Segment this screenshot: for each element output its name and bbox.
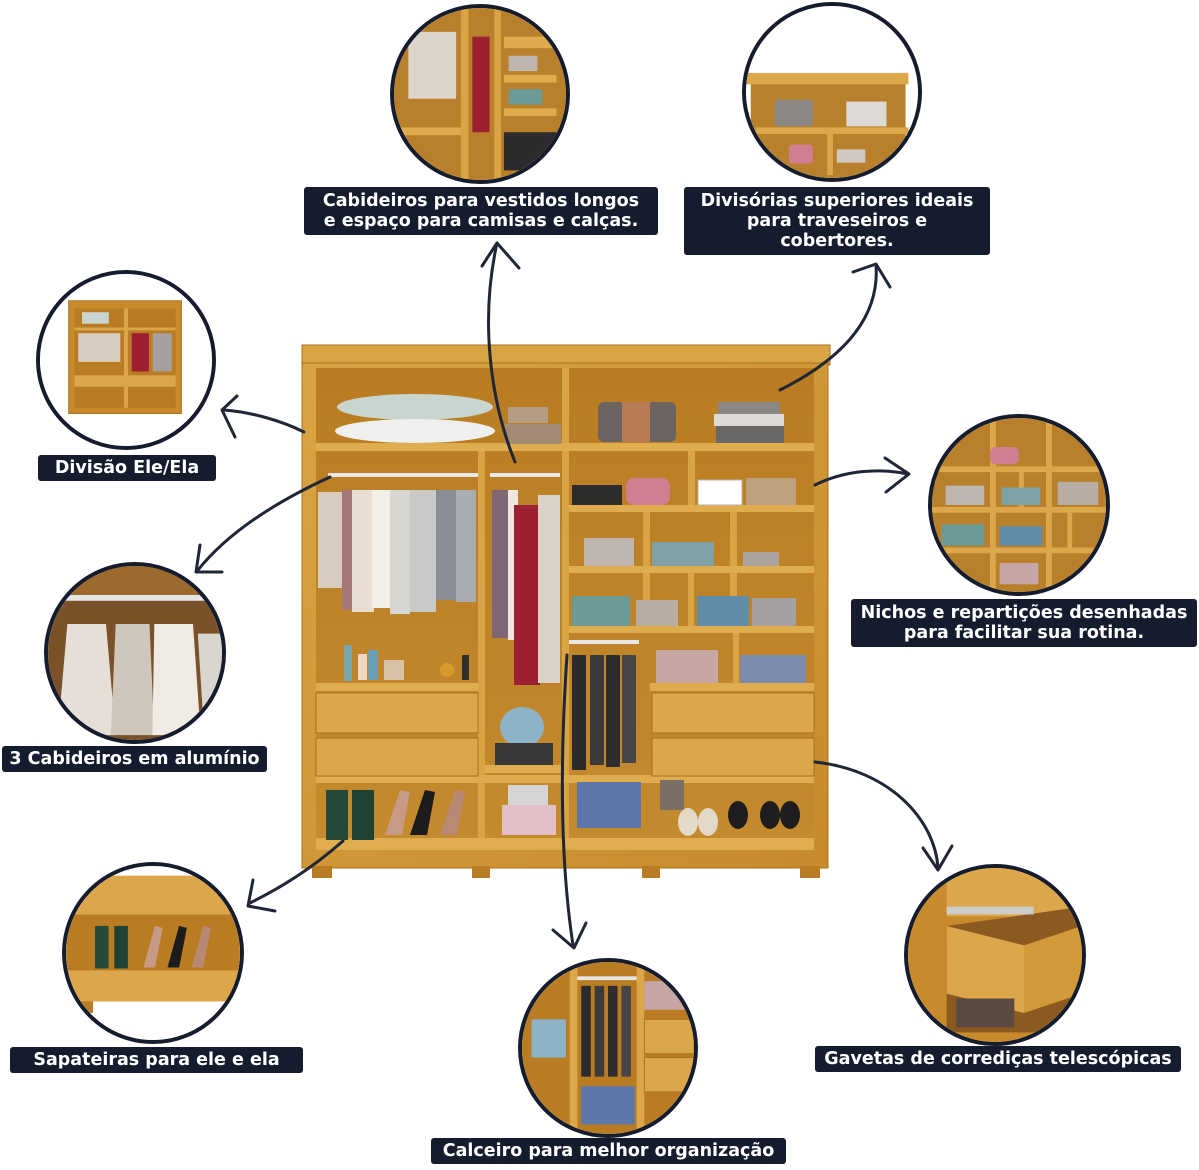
label-drawers-text: Gavetas de corrediças telescópicas [824, 1049, 1172, 1069]
label-upper-dividers: Divisórias superiores ideais para traves… [684, 187, 990, 256]
label-niches: Nichos e repartições desenhadas para fac… [851, 599, 1197, 648]
his-hers-photo [40, 274, 212, 446]
detail-circle-his-hers [36, 270, 216, 450]
drawers-photo [908, 868, 1082, 1042]
label-long-hangers-line1: Cabideiros para vestidos longos [322, 191, 640, 211]
label-hanger-rods: 3 Cabideiros em alumínio [2, 746, 267, 773]
label-hanger-rods-text: 3 Cabideiros em alumínio [9, 749, 260, 769]
label-his-hers-text: Divisão Ele/Ela [54, 458, 200, 478]
label-his-hers: Divisão Ele/Ela [38, 455, 216, 482]
niches-photo [932, 418, 1106, 592]
label-niches-line2: para facilitar sua rotina. [903, 623, 1145, 644]
label-upper-dividers-line2: para traveseiros e cobertores. [746, 211, 928, 252]
detail-circle-drawers [904, 864, 1086, 1046]
label-pants-rack: Calceiro para melhor organização [431, 1138, 786, 1165]
detail-circle-hanger-rods [44, 562, 226, 744]
hanger-rods-photo [48, 566, 222, 740]
shoe-racks-photo [66, 866, 240, 1040]
label-long-hangers: Cabideiros para vestidos longos e espaço… [304, 187, 658, 236]
label-drawers: Gavetas de corrediças telescópicas [815, 1046, 1181, 1073]
label-long-hangers-line2: e espaço para camisas e calças. [323, 211, 639, 232]
detail-circle-shoe-racks [62, 862, 244, 1044]
detail-circle-pants-rack [518, 958, 698, 1138]
label-upper-dividers-line1: Divisórias superiores ideais [700, 191, 974, 211]
pants-rack-photo [522, 962, 694, 1134]
detail-circle-niches [928, 414, 1110, 596]
label-niches-line1: Nichos e repartições desenhadas [860, 603, 1188, 623]
long-hangers-photo [394, 8, 566, 180]
label-shoe-racks: Sapateiras para ele e ela [10, 1047, 303, 1074]
detail-circle-upper-dividers [742, 2, 922, 182]
label-shoe-racks-text: Sapateiras para ele e ela [33, 1050, 280, 1070]
upper-dividers-photo [746, 6, 918, 178]
detail-circle-long-hangers [390, 4, 570, 184]
label-pants-rack-text: Calceiro para melhor organização [442, 1141, 775, 1161]
